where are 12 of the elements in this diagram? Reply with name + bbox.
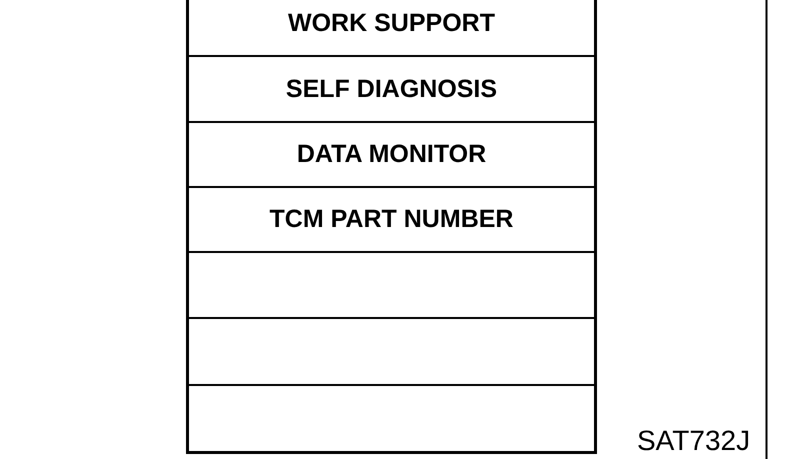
figure-code: SAT732J: [637, 427, 750, 455]
menu-item-label: DATA MONITOR: [296, 142, 486, 167]
menu-row: [186, 0, 597, 57]
menu-row: [186, 186, 597, 253]
menu-item-label: SELF DIAGNOSIS: [286, 76, 498, 102]
menu-row: [186, 55, 597, 123]
menu-item-label: WORK SUPPORT: [288, 11, 495, 36]
menu-row: [186, 121, 597, 188]
menu-row: [186, 317, 597, 386]
menu-item-label: TCM PART NUMBER: [270, 207, 514, 232]
menu-row: [186, 384, 597, 454]
menu-row: [186, 251, 597, 319]
